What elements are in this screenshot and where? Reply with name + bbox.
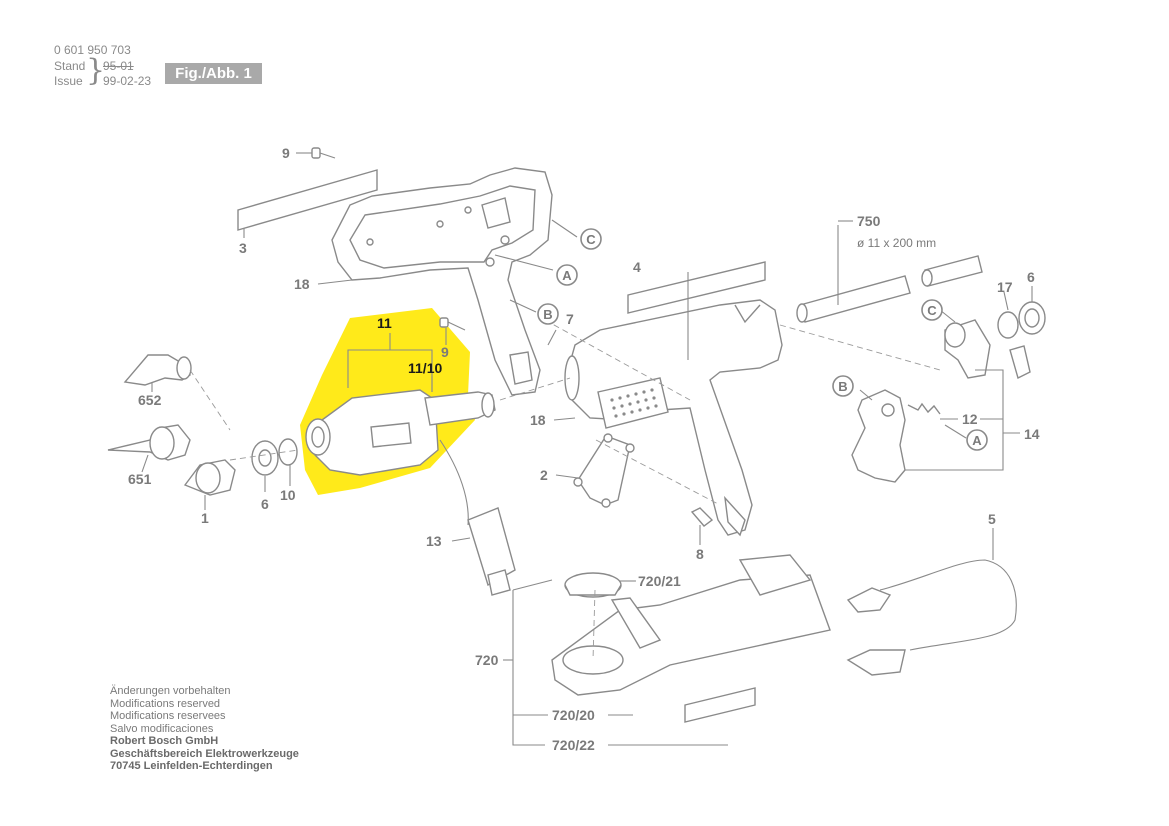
screw-9-mid: [439, 317, 466, 331]
callout-12: 12: [962, 411, 978, 427]
circle-c-right: C: [921, 299, 943, 321]
callout-720-22: 720/22: [552, 737, 595, 753]
stand-label: Stand: [54, 59, 86, 73]
brace-icon: }: [86, 53, 106, 88]
power-cable-5: [846, 559, 1017, 676]
footer-line-fr: Modifications reservees: [110, 710, 226, 722]
screw-9-top: [311, 147, 336, 159]
figure-badge: Fig./Abb. 1: [165, 63, 262, 84]
callout-10: 10: [280, 487, 296, 503]
cable-13: [439, 439, 516, 596]
footer-line-de: Änderungen vorbehalten: [110, 685, 231, 697]
circle-a-right: A: [966, 429, 988, 451]
issue-label: Issue: [54, 74, 83, 88]
circle-b-right: B: [832, 375, 854, 397]
callout-6-right: 6: [1027, 269, 1035, 285]
trigger: [851, 389, 906, 483]
callout-2: 2: [540, 467, 548, 483]
callout-18-mid: 18: [530, 412, 546, 428]
stand-value: 95-01: [103, 59, 134, 73]
spring-12: [907, 402, 941, 415]
footer-line-es: Salvo modificaciones: [110, 722, 214, 735]
callout-14: 14: [1024, 426, 1040, 442]
circle-b-mid: B: [537, 303, 559, 325]
part-number: 0 601 950 703: [54, 43, 131, 57]
callout-4: 4: [633, 259, 641, 275]
footer-notes: Änderungen vorbehalten Modifications res…: [110, 685, 299, 773]
svg-text:A: A: [562, 268, 572, 283]
svg-text:C: C: [586, 232, 596, 247]
feed-mechanism: [944, 301, 1046, 380]
svg-text:A: A: [972, 433, 982, 448]
glue-stick-750: [796, 255, 983, 323]
callout-7: 7: [566, 311, 574, 327]
issue-value: 99-02-23: [103, 74, 152, 88]
svg-text:B: B: [838, 379, 847, 394]
footer-address: 70745 Leinfelden-Echterdingen: [110, 760, 273, 772]
callout-9-top: 9: [282, 145, 290, 161]
callout-720-21: 720/21: [638, 573, 681, 589]
label-strip-4: [627, 261, 766, 314]
nozzle-1: [183, 459, 236, 496]
callout-18-top: 18: [294, 276, 310, 292]
callout-1: 1: [201, 510, 209, 526]
label-strip-3: [237, 169, 378, 231]
callout-720-20: 720/20: [552, 707, 595, 723]
callout-652: 652: [138, 392, 162, 408]
heating-cartridge-11: [305, 389, 496, 476]
callout-3: 3: [239, 240, 247, 256]
callout-17: 17: [997, 279, 1013, 295]
callout-11: 11: [377, 315, 392, 331]
svg-text:B: B: [543, 307, 552, 322]
label-strip-720-22: [684, 687, 756, 723]
clip-8: [690, 507, 714, 527]
nozzle-652: [123, 354, 192, 386]
wire-bracket-2: [577, 435, 631, 506]
footer-line-en: Modifications reserved: [110, 697, 221, 710]
svg-text:C: C: [927, 303, 937, 318]
callout-11-10: 11/10: [408, 360, 442, 376]
callout-750-spec: ø 11 x 200 mm: [857, 236, 936, 250]
footer-division: Geschäftsbereich Elektrowerkzeuge: [110, 747, 299, 760]
footer-company: Robert Bosch GmbH: [110, 735, 219, 747]
callout-750: 750: [857, 213, 881, 229]
callout-5: 5: [988, 511, 996, 527]
callout-13: 13: [426, 533, 442, 549]
callout-9-mid: 9: [441, 344, 449, 360]
glue-gun-body: [564, 299, 783, 537]
stand-720: [551, 554, 831, 696]
callout-6-left: 6: [261, 496, 269, 512]
callout-720: 720: [475, 652, 499, 668]
ring-10: [278, 438, 298, 466]
circle-c-top: C: [580, 228, 602, 250]
housing-half-upper: [331, 167, 553, 396]
callout-8: 8: [696, 546, 704, 562]
callout-651: 651: [128, 471, 152, 487]
nozzle-651: [107, 424, 191, 461]
circle-a-top: A: [556, 264, 578, 286]
